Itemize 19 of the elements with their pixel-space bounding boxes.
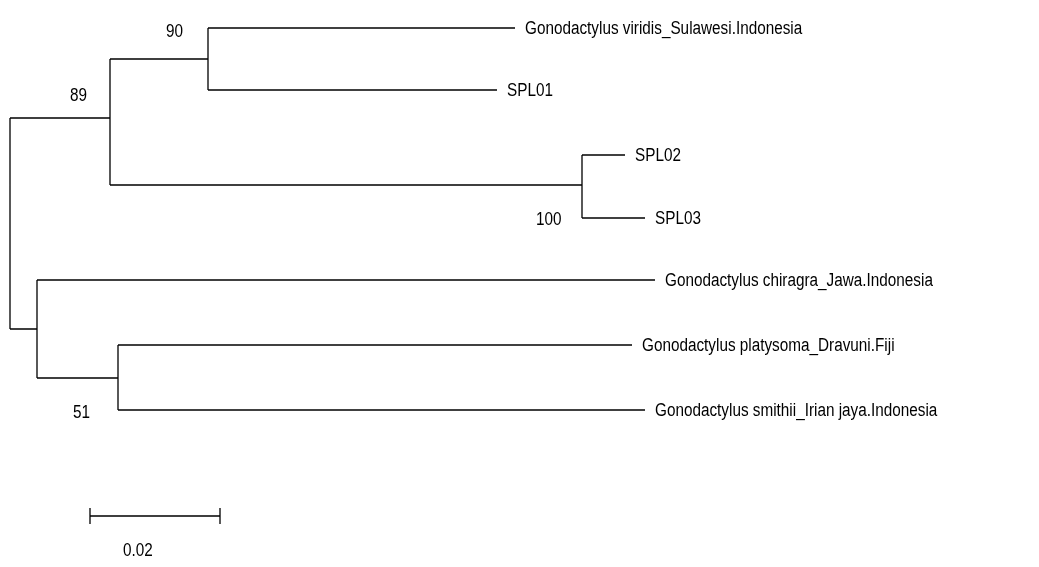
branch-line xyxy=(117,409,646,411)
taxon-label: SPL03 xyxy=(655,207,701,229)
taxon-label: Gonodactylus smithii_Irian jaya.Indonesia xyxy=(655,399,938,421)
branch-line xyxy=(207,89,498,91)
branch-line xyxy=(581,154,626,156)
branch-line xyxy=(207,27,516,29)
taxon-label: SPL01 xyxy=(507,79,553,101)
taxon-label: Gonodactylus viridis_Sulawesi.Indonesia xyxy=(525,17,803,39)
bootstrap-value: 89 xyxy=(70,84,88,106)
bootstrap-value: 90 xyxy=(166,20,184,42)
bootstrap-value: 51 xyxy=(73,401,91,423)
taxon-label: Gonodactylus platysoma_Dravuni.Fiji xyxy=(642,334,895,356)
taxon-label: SPL02 xyxy=(635,144,681,166)
scale-value: 0.02 xyxy=(123,539,153,561)
branch-line xyxy=(581,217,646,219)
branch-line xyxy=(36,279,656,281)
taxon-label: Gonodactylus chiragra_Jawa.Indonesia xyxy=(665,269,933,291)
bootstrap-value: 100 xyxy=(536,208,562,230)
branch-line xyxy=(117,344,633,346)
